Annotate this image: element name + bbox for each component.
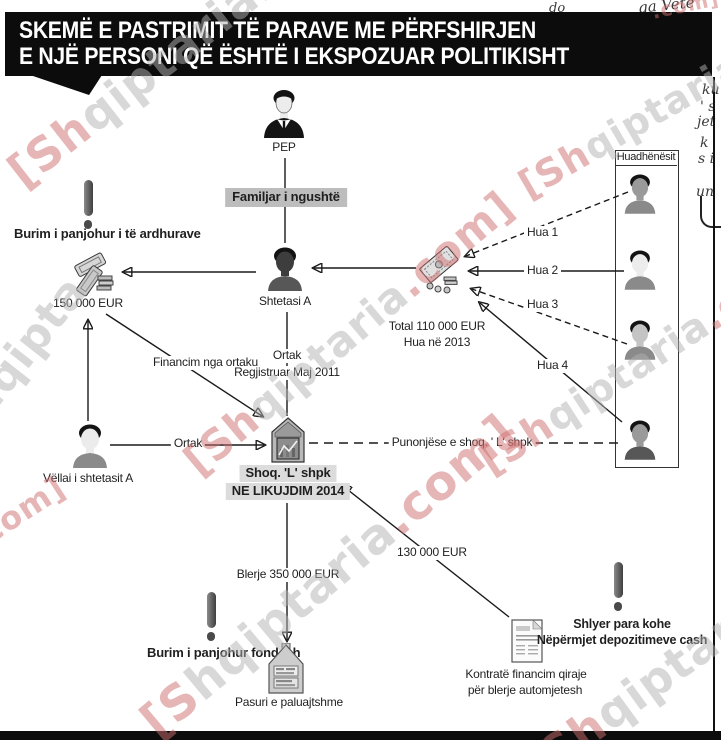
- company-liquidation-label: NE LIKUJDIM 2014: [225, 483, 351, 500]
- employee-edge-label: Punonjëse e shoq. ' L' shpk: [388, 435, 536, 450]
- amount-130k-label: 130 000 EUR: [394, 545, 470, 560]
- purchase-amount-label: Blerje 350 000 EUR: [233, 567, 343, 582]
- pep-person-icon: [264, 90, 304, 138]
- right-border-rule: [713, 77, 716, 732]
- headline-banner: SKEMË E PASTRIMIT TË PARAVE ME PËRFSHIRJ…: [5, 12, 712, 76]
- lender-3-person-icon: [624, 320, 656, 360]
- loan-4-label: Hua 4: [534, 358, 572, 373]
- partner-label: Ortak: [269, 348, 305, 363]
- early-repayment-label: Shlyer para kohe: [573, 617, 671, 631]
- warning-exclamation-icon: [82, 180, 94, 229]
- brother-person-icon: [73, 424, 107, 468]
- partner-edge-label: Ortak: [170, 436, 206, 451]
- registered-date-label: Regjistruar Maj 2011: [231, 365, 343, 380]
- property-building-icon: [268, 643, 304, 694]
- headline-line-1: SKEMË E PASTRIMIT TË PARAVE ME PËRFSHIRJ…: [19, 17, 536, 44]
- loan-money-icon: [419, 246, 459, 294]
- cash-bundle-icon: [74, 252, 114, 297]
- loan-total-label: Total 110 000 EUR: [388, 319, 486, 333]
- cash-deposits-label: Nëpërmjet depozitimeve cash: [536, 633, 708, 647]
- warning-exclamation-icon: [612, 562, 624, 611]
- newsprint-bracket-shape: [700, 196, 721, 228]
- citizen-a-person-icon: [268, 247, 302, 291]
- contract-document-icon: [511, 619, 543, 663]
- pep-label: PEP: [272, 140, 296, 154]
- contract-label-line1: Kontratë financim qiraje: [465, 667, 587, 681]
- contract-label-line2: për blerje automjetesh: [467, 683, 583, 697]
- newsprint-fragment: k: [700, 135, 709, 151]
- citizen-a-label: Shtetasi A: [258, 294, 312, 308]
- close-family-label: Familjar i ngushtë: [225, 188, 347, 207]
- lender-4-person-icon: [624, 420, 656, 460]
- amount-150k-label: 150 000 EUR: [53, 296, 123, 310]
- edge-lender1-loan: [466, 191, 629, 256]
- brother-label: Vëllai i shtetasit A: [42, 471, 134, 485]
- newsprint-fragment: jet: [697, 114, 716, 130]
- newsprint-fragment: s i: [698, 151, 715, 167]
- edge-lender3-loan: [472, 289, 628, 345]
- company-name-label: Shoq. 'L' shpk: [239, 465, 337, 482]
- company-building-icon: [271, 417, 305, 463]
- unknown-income-label: Burim i panjohur i të ardhurave: [14, 226, 201, 241]
- loan-1-label: Hua 1: [524, 225, 562, 240]
- lender-2-person-icon: [624, 250, 656, 290]
- bottom-border-bar: [0, 731, 721, 740]
- unknown-funds-label: Burim i panjohur fondesh: [147, 645, 301, 660]
- property-label: Pasuri e paluajtshme: [234, 695, 344, 709]
- loan-3-label: Hua 3: [524, 297, 562, 312]
- loan-2-label: Hua 2: [524, 263, 562, 278]
- newsprint-fragment: ' s: [700, 99, 716, 115]
- loan-year-label: Hua në 2013: [403, 335, 471, 349]
- headline-line-2: E NJË PERSONI QË ËSHTË I EKSPOZUAR POLIT…: [19, 43, 569, 70]
- lender-1-person-icon: [624, 174, 656, 214]
- lenders-box-title: Huadhënësit: [615, 151, 677, 166]
- warning-exclamation-icon: [205, 592, 217, 641]
